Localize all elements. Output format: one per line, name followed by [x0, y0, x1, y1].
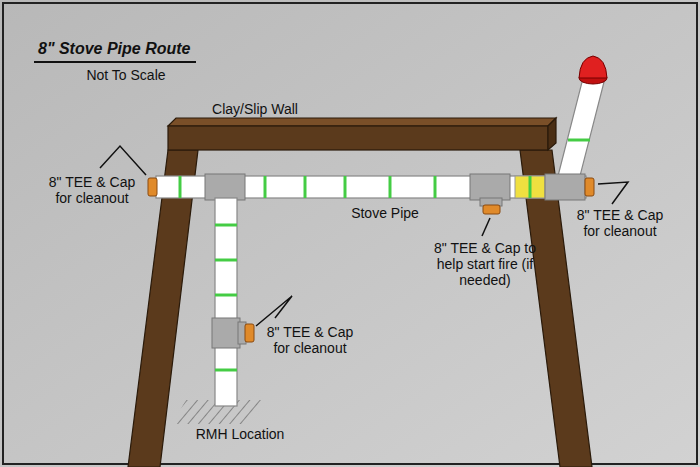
clay-slip-wall — [128, 118, 592, 467]
border — [3, 3, 697, 464]
start-fire-label: 8" TEE & Cap to help start fire (if need… — [420, 240, 550, 288]
location-label: RMH Location — [180, 426, 300, 442]
cleanout-label: 8" TEE & Cap for cleanout — [42, 174, 142, 206]
leader-lines — [100, 146, 628, 326]
pipe-label: Stove Pipe — [340, 205, 430, 221]
subtitle: Not To Scale — [76, 67, 176, 83]
drop-pipe — [212, 198, 254, 406]
cleanout-label: 8" TEE & Cap for cleanout — [260, 324, 360, 356]
wall-label: Clay/Slip Wall — [200, 101, 310, 117]
chimney-pipe — [558, 56, 607, 176]
title-underline — [34, 61, 196, 63]
diagram-title: 8" Stove Pipe Route — [38, 40, 191, 58]
cleanout-label: 8" TEE & Cap for cleanout — [570, 207, 670, 239]
